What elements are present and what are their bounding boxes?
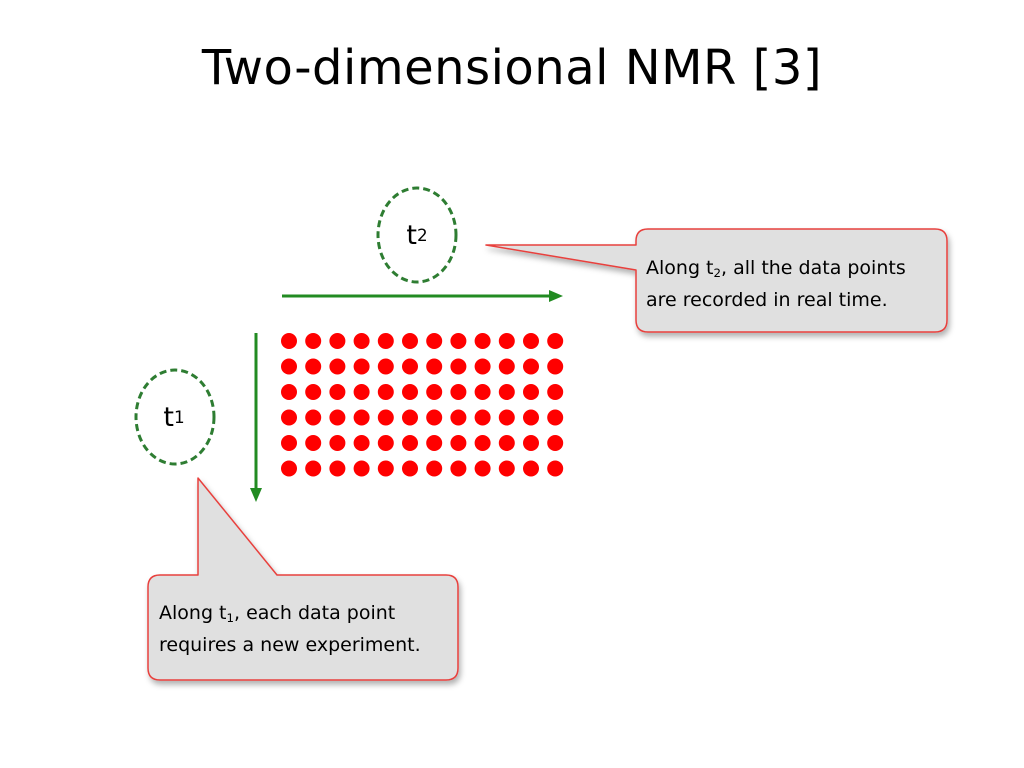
data-point [377,358,394,375]
t2-label-subscript: 2 [416,225,428,245]
data-point [281,384,297,400]
data-point [402,460,418,477]
data-point [402,333,418,349]
data-point [426,358,443,375]
t1-arrow-head [250,488,262,502]
data-point [402,435,418,451]
data-point [426,409,443,426]
data-point [474,358,491,375]
data-point [450,409,467,426]
data-point [523,384,539,400]
data-point [498,384,515,400]
t2-callout-before: Along t [646,257,714,279]
t2-callout-subscript: 2 [713,265,722,280]
data-point [402,409,418,426]
data-point [523,409,539,426]
t1-label-bubble [134,368,216,466]
data-point [523,333,539,349]
data-point [547,435,564,451]
data-point [353,409,370,426]
t1-label-base: t [163,401,174,433]
data-point [450,460,467,477]
data-point [329,460,346,477]
data-point [281,358,297,375]
data-point [329,435,346,451]
t1-callout-subscript: 1 [226,610,235,625]
data-point [498,358,515,375]
data-point [402,384,418,400]
data-point [498,409,515,426]
data-point [547,460,564,477]
data-point [450,358,467,375]
data-point-grid [281,333,564,477]
t1-callout-line-1: Along t1, each data point [159,600,421,632]
data-point [450,384,467,400]
data-point [305,409,322,426]
data-point [329,358,346,375]
t2-callout-text: Along t2, all the data points are record… [646,255,906,314]
data-point [353,460,370,477]
data-point [498,333,515,349]
data-point [474,435,491,451]
t1-callout-box [147,477,459,681]
t1-callout-line-2: requires a new experiment. [159,633,421,656]
data-point [547,384,564,400]
data-point [329,409,346,426]
data-point [402,358,418,375]
t1-callout-after: , each data point [234,602,396,624]
t1-callout-text: Along t1, each data point requires a new… [159,600,421,659]
data-point [305,384,322,400]
t2-arrow-head [549,290,563,302]
data-point [281,435,297,451]
data-point [353,384,370,400]
data-point [377,460,394,477]
data-point [353,333,370,349]
data-point [377,333,394,349]
data-point [523,358,539,375]
t1-callout-before: Along t [159,602,227,624]
data-point [426,333,443,349]
data-point [523,435,539,451]
t2-label-bubble [376,186,458,284]
data-point [377,384,394,400]
data-point [353,435,370,451]
data-point [547,333,564,349]
data-point [474,333,491,349]
data-point [450,333,467,349]
data-point [305,358,322,375]
t2-callout-after: , all the data points [721,257,906,279]
data-point [305,333,322,349]
data-point [547,409,564,426]
data-point [426,460,443,477]
t2-callout-line-2: are recorded in real time. [646,288,888,311]
t2-label-base: t [406,219,417,251]
data-point [547,358,564,375]
data-point [474,409,491,426]
data-point [523,460,539,477]
data-point [305,460,322,477]
data-point [305,435,322,451]
data-point [426,435,443,451]
data-point [474,460,491,477]
data-point [474,384,491,400]
data-point [281,460,297,477]
data-point [426,384,443,400]
data-point [377,435,394,451]
t2-callout-box [485,228,948,333]
data-point [498,435,515,451]
data-point [281,333,297,349]
data-point [498,460,515,477]
data-point [329,384,346,400]
t2-callout-line-1: Along t2, all the data points [646,255,906,287]
data-point [450,435,467,451]
data-point [281,409,297,426]
slide-title: Two-dimensional NMR [3] [201,40,823,96]
data-point [329,333,346,349]
data-point [353,358,370,375]
data-point [377,409,394,426]
t1-label-subscript: 1 [173,407,185,427]
